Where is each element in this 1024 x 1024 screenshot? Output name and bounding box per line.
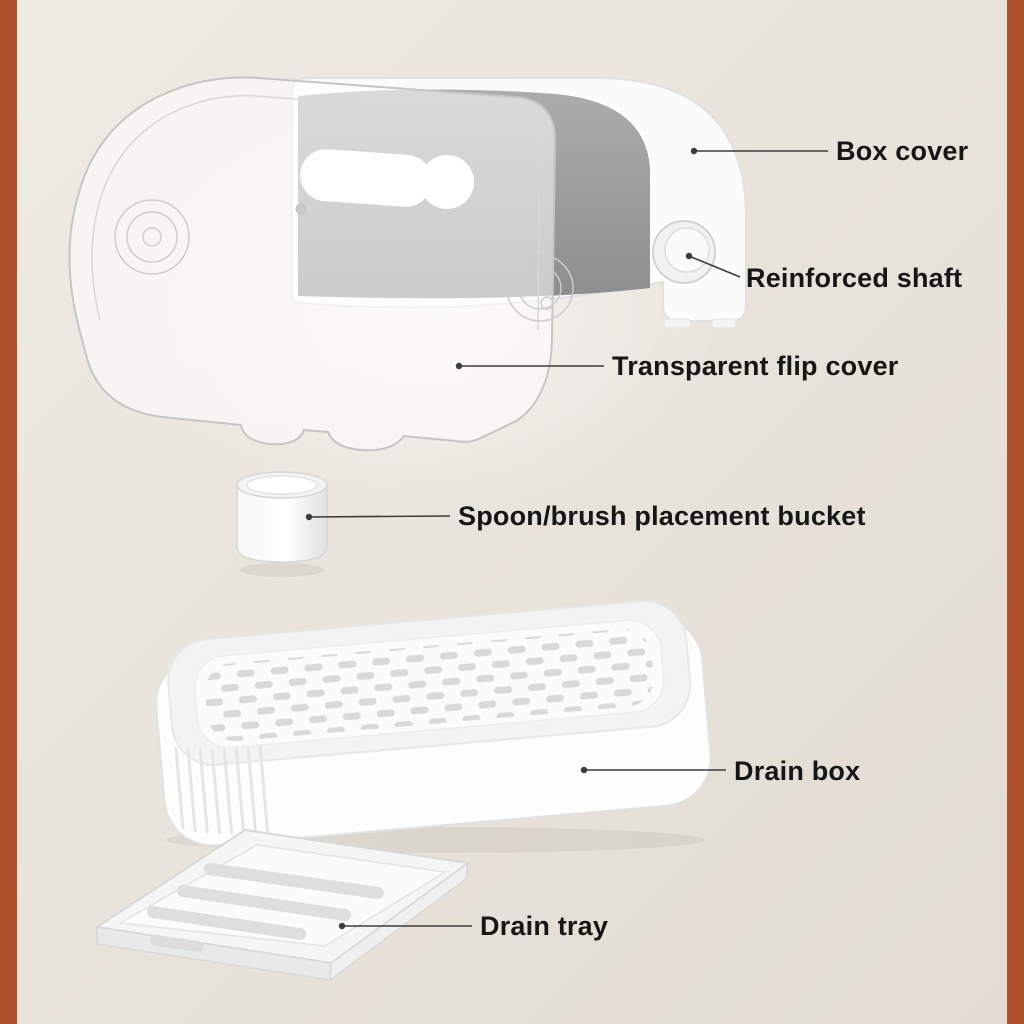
label-drain-tray: Drain tray (480, 911, 609, 941)
label-spoon-bucket: Spoon/brush placement bucket (458, 501, 866, 531)
drain-box-perforations (205, 628, 654, 741)
flip-cover-hinge-rings (114, 199, 574, 322)
label-drain-box: Drain box (734, 756, 861, 786)
transparent-flip-cover-part (68, 76, 574, 452)
left-border-bar (0, 0, 17, 1024)
drain-tray-grooves (147, 863, 384, 940)
drain-box-ribs (174, 746, 269, 835)
leader-line-reinforced-shaft (688, 255, 741, 278)
leader-lines (305, 147, 828, 930)
label-transparent-flip-cover: Transparent flip cover (612, 351, 899, 381)
drain-tray-handle-notch (150, 935, 204, 952)
reinforced-shaft-part (652, 220, 716, 284)
cover-foot-tab (663, 318, 691, 329)
cover-foot-tab (711, 318, 737, 329)
drain-box-part (155, 600, 712, 853)
label-reinforced-shaft: Reinforced shaft (746, 263, 963, 293)
right-border-bar (1007, 0, 1024, 1024)
label-box-cover: Box cover (836, 136, 969, 166)
spoon-bucket-part (236, 471, 328, 577)
leader-line-bucket (308, 515, 451, 518)
drain-tray-part (94, 828, 471, 982)
